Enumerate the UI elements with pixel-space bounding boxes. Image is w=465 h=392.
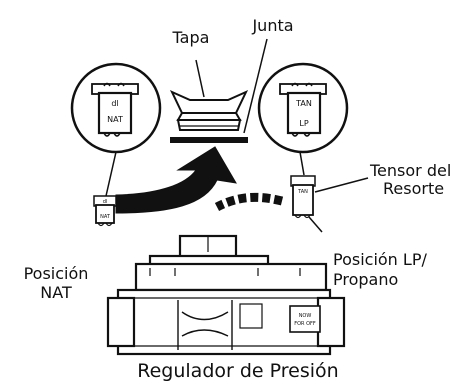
tapa-leader-line <box>195 59 205 98</box>
pressure-regulator: NOW FOR OFF <box>106 234 346 356</box>
posicion-lp-label-line1: Posición LP/ <box>333 250 427 269</box>
regulador-label: Regulador de Presión <box>137 360 339 382</box>
small-lp-insert: TAN <box>290 175 369 233</box>
nat-insert-top-text: dl <box>111 99 118 108</box>
tensor-label-line1: Tensor del <box>370 161 452 180</box>
lp-magnifier: TAN LP <box>257 62 349 176</box>
lp-leader-line <box>299 151 305 176</box>
nat-leader-line <box>105 151 117 197</box>
cap-part <box>169 59 249 131</box>
lp-position-leader-line <box>308 216 323 233</box>
nat-insert-bottom-text: NAT <box>107 115 123 124</box>
tensor-label-line2: Resorte <box>383 179 445 198</box>
posicion-nat-label-line2: NAT <box>40 283 72 302</box>
svg-text:NAT: NAT <box>100 214 111 220</box>
lp-insert-top-text: TAN <box>295 99 312 108</box>
regulator-plate-text-2: FOR OFF <box>294 321 316 327</box>
posicion-lp-label-line2: Propano <box>333 270 399 289</box>
gasket-part <box>170 38 268 143</box>
svg-text:dl: dl <box>103 199 108 205</box>
regulator-plate-text-1: NOW <box>299 313 312 319</box>
lp-insert-bottom-text: LP <box>299 119 308 128</box>
svg-text:TAN: TAN <box>297 189 308 195</box>
tapa-label: Tapa <box>172 28 210 47</box>
nat-magnifier: dl NAT <box>70 62 162 197</box>
junta-label: Junta <box>252 16 294 35</box>
posicion-nat-label-line1: Posición <box>23 264 89 283</box>
tensor-leader-line <box>314 177 369 193</box>
junta-leader-line <box>243 38 268 134</box>
small-nat-insert: dl NAT <box>93 195 117 227</box>
swap-dashed-line <box>214 192 284 212</box>
install-arrow <box>115 146 237 214</box>
